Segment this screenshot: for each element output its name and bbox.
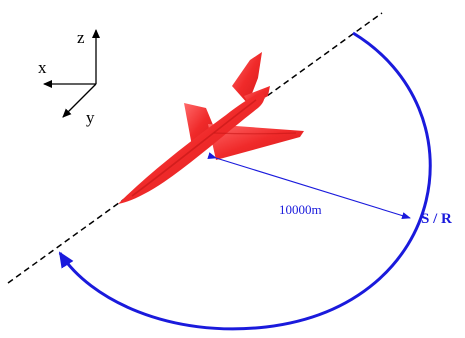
rotation-label: S / R — [421, 211, 452, 227]
rotation-arc — [58, 31, 432, 331]
aircraft-tail-fin — [232, 52, 262, 104]
z-axis-label: z — [77, 28, 85, 47]
coordinate-axes: z x y — [38, 28, 100, 127]
aircraft-wing-shade — [213, 132, 297, 135]
y-axis-arrow — [62, 83, 97, 118]
aircraft-fuselage-ridge — [131, 99, 257, 197]
distance-arrow — [207, 152, 411, 219]
x-axis-label: x — [38, 58, 47, 77]
distance-label: 10000m — [279, 202, 322, 217]
aircraft — [118, 52, 304, 204]
y-axis-label: y — [86, 108, 95, 127]
aircraft-fuselage — [118, 92, 265, 204]
